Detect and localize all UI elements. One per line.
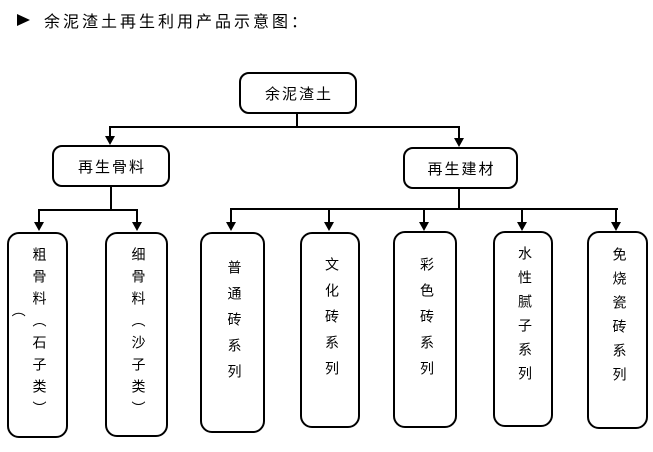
connector-line — [230, 208, 232, 222]
arrow-down-icon — [419, 222, 429, 231]
connector-line — [136, 209, 138, 222]
bullet-triangle-icon — [17, 14, 30, 26]
connector-line — [38, 209, 138, 211]
arrow-down-icon — [611, 222, 621, 231]
connector-line — [109, 126, 111, 137]
node-recycled-building-materials: 再生建材 — [403, 147, 518, 189]
node-colored-brick-series: 彩色砖系列 — [393, 231, 457, 428]
stray-paren-artifact: （ — [9, 303, 24, 317]
diagram-title-row: 余泥渣土再生利用产品示意图： — [17, 8, 310, 32]
node-fine-aggregate: 细骨料（沙子类） — [105, 232, 168, 437]
connector-line — [38, 209, 40, 222]
arrow-down-icon — [324, 222, 334, 231]
node-label: 细骨料（沙子类） — [129, 246, 145, 423]
connector-line — [423, 208, 425, 222]
node-ordinary-brick-series: 普通砖系列 — [200, 232, 265, 433]
node-label: 再生建材 — [427, 161, 496, 178]
page-title: 余泥渣土再生利用产品示意图： — [44, 14, 311, 31]
node-label: 余泥渣土 — [264, 86, 333, 103]
node-label: 彩色砖系列 — [418, 256, 433, 387]
node-label: 粗骨料（石子类） — [30, 247, 46, 423]
node-culture-brick-series: 文化砖系列 — [300, 232, 360, 428]
connector-line — [328, 208, 330, 222]
node-label: 再生骨料 — [77, 159, 146, 176]
connector-line — [521, 208, 523, 222]
connector-line — [296, 113, 298, 127]
node-label: 免烧瓷砖系列 — [610, 247, 626, 391]
node-label: 文化砖系列 — [323, 257, 338, 387]
arrow-down-icon — [517, 222, 527, 231]
arrow-down-icon — [132, 222, 142, 231]
node-water-based-putty-series: 水性腻子系列 — [493, 231, 553, 427]
node-label: 水性腻子系列 — [516, 246, 531, 390]
arrow-down-icon — [105, 136, 115, 145]
arrow-down-icon — [454, 138, 464, 147]
node-unfired-ceramic-tile-series: 免烧瓷砖系列 — [587, 231, 648, 429]
node-label: 普通砖系列 — [225, 259, 241, 390]
arrow-down-icon — [226, 222, 236, 231]
connector-line — [109, 126, 460, 128]
connector-line — [458, 188, 460, 210]
arrow-down-icon — [34, 222, 44, 231]
connector-line — [615, 208, 617, 222]
node-recycled-aggregate: 再生骨料 — [52, 145, 170, 187]
connector-line — [458, 126, 460, 139]
connector-line — [110, 186, 112, 211]
node-root: 余泥渣土 — [239, 72, 357, 114]
node-coarse-aggregate: 粗骨料（石子类） — [7, 232, 68, 438]
